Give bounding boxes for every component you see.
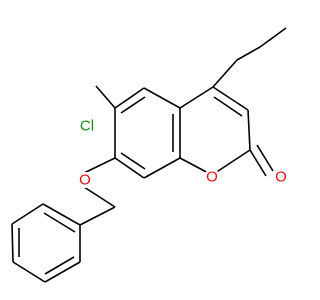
bond-c3-c2 — [247, 109, 251, 151]
ring-oxygen-label-group: O — [204, 169, 220, 186]
bond-ph-5-6-inner — [44, 256, 75, 275]
bond-c4-c3 — [212, 86, 249, 111]
carbonyl-oxygen-label-background — [273, 169, 289, 185]
bond-ch2-phenyl — [79, 206, 116, 226]
pyranone-ring — [179, 86, 274, 177]
benzo-ring — [114, 87, 181, 179]
ring-oxygen-label-background — [204, 169, 220, 185]
bond-c2-o1 — [211, 149, 251, 176]
bond-ph-4-5 — [12, 261, 46, 283]
carbonyl-oxygen-atom-label: O — [275, 169, 287, 186]
carbonyl-oxygen-label-group: O — [273, 169, 289, 186]
bond-ph-2-3 — [11, 203, 44, 225]
bond-ph-3-4 — [11, 223, 14, 263]
bond-c2-carbonyl-a — [249, 149, 267, 177]
atom-labels: Cl O O O — [77, 118, 289, 189]
bond-ph-5-6 — [44, 261, 81, 283]
bond-c6-cl — [95, 85, 116, 109]
bond-butyl-3 — [259, 27, 287, 48]
bond-c7-c8 — [114, 157, 145, 179]
bond-c8-c8a — [143, 157, 181, 179]
molecule-structure-diagram: Cl O O O — [11, 27, 289, 283]
bond-c5-c6-inner — [120, 96, 146, 114]
chlorine-label-group: Cl — [80, 118, 94, 135]
bond-c4-c3-inner — [213, 96, 243, 117]
bond-c4a-c5 — [143, 87, 181, 109]
bond-c2-carbonyl-b — [256, 144, 274, 172]
bond-c7-c8-inner — [120, 152, 146, 170]
bond-butyl-2 — [236, 46, 261, 61]
bond-c5-c6 — [114, 87, 145, 109]
bond-ph-1-2 — [42, 203, 81, 226]
ether-oxygen-label-background — [77, 172, 93, 188]
bond-c4-c4a — [179, 86, 214, 109]
phenyl-ring — [11, 203, 81, 283]
chlorine-atom-label: Cl — [80, 118, 94, 135]
substituent-bonds — [79, 85, 116, 226]
ring-oxygen-atom-label: O — [206, 169, 218, 186]
ether-oxygen-atom-label: O — [79, 172, 91, 189]
bond-ph-1-2-inner — [43, 212, 76, 233]
ether-oxygen-label-group: O — [77, 172, 93, 189]
bond-butyl-1 — [212, 59, 238, 88]
butyl-chain — [212, 27, 287, 88]
bond-o-ch2 — [83, 186, 116, 208]
bond-c7-o — [83, 157, 116, 174]
